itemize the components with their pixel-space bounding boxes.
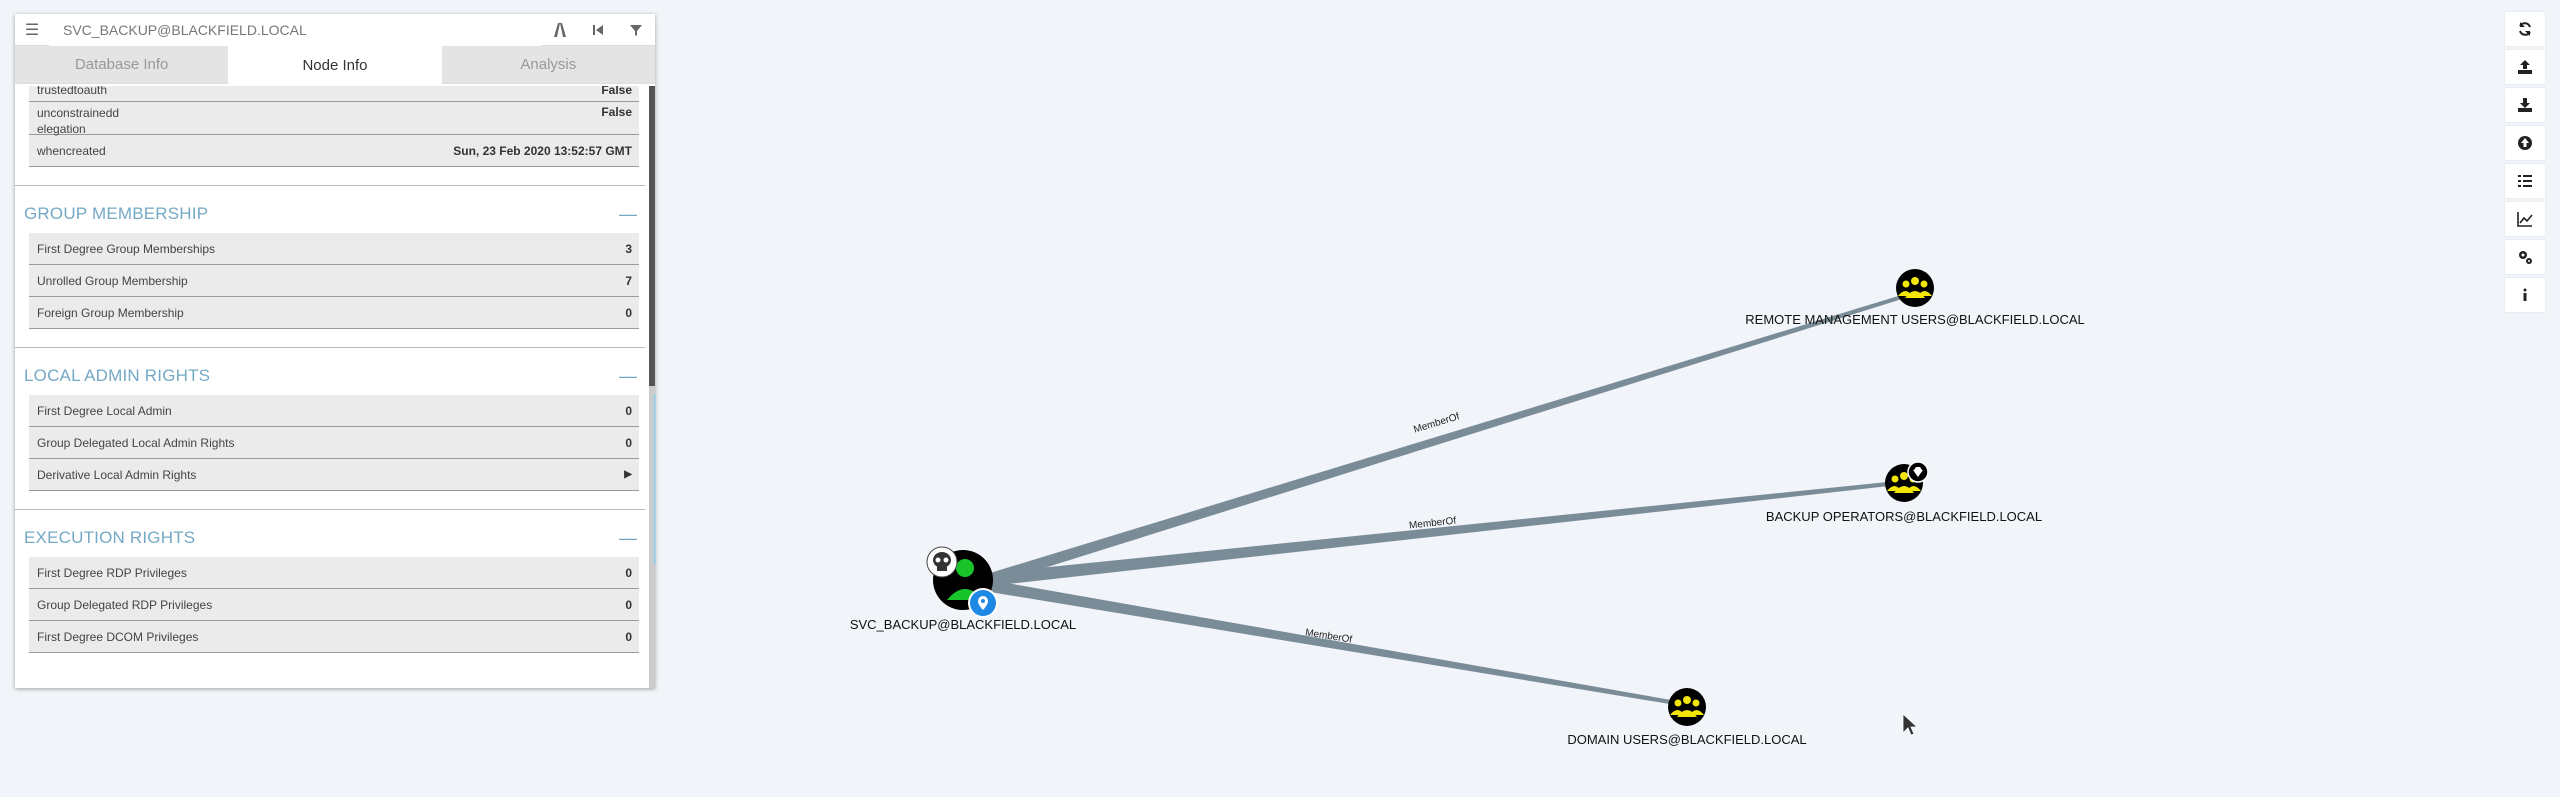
property-label: unconstrainedd elegation: [37, 106, 120, 136]
section-execution-rights: EXECUTION RIGHTS — First Degree RDP Priv…: [15, 509, 645, 653]
node-backup-operators[interactable]: [1885, 461, 1929, 502]
search-input[interactable]: [49, 13, 541, 46]
node-domain-users[interactable]: [1668, 688, 1706, 726]
property-value: False: [601, 105, 632, 119]
property-row: unconstrainedd elegation False: [29, 102, 639, 136]
row-label: Unrolled Group Membership: [37, 273, 188, 288]
property-row: trustedtoauth False: [29, 86, 639, 102]
property-value: False: [601, 86, 632, 97]
row-label: Derivative Local Admin Rights: [37, 467, 197, 482]
refresh-icon[interactable]: [2505, 12, 2545, 46]
property-label: trustedtoauth: [37, 86, 108, 97]
group-row[interactable]: First Degree Group Memberships 3: [29, 233, 639, 265]
node-label-domain: DOMAIN USERS@BLACKFIELD.LOCAL: [1567, 732, 1807, 747]
group-row[interactable]: Foreign Group Membership 0: [29, 297, 639, 329]
section-title: GROUP MEMBERSHIP: [24, 204, 209, 223]
search-panel: ☰ Database Info Node Info Analysis trust…: [15, 13, 656, 688]
pin-icon: [968, 588, 998, 618]
node-source-user[interactable]: [926, 546, 998, 618]
node-label-backup: BACKUP OPERATORS@BLACKFIELD.LOCAL: [1765, 509, 2043, 524]
edge-remote[interactable]: [990, 290, 1918, 585]
collapse-icon[interactable]: —: [619, 203, 637, 224]
property-value: Sun, 23 Feb 2020 13:52:57 GMT: [453, 143, 632, 158]
row-value: 0: [625, 403, 632, 418]
upload-icon[interactable]: [2505, 50, 2545, 84]
filter-icon[interactable]: [617, 14, 655, 46]
row-value: 0: [625, 629, 632, 644]
play-icon[interactable]: ▶: [624, 469, 632, 480]
scroll-highlight: [653, 394, 656, 564]
execution-row[interactable]: First Degree DCOM Privileges 0: [29, 621, 639, 653]
tab-database-info[interactable]: Database Info: [15, 46, 229, 84]
row-label: Group Delegated RDP Privileges: [37, 597, 213, 612]
admin-row[interactable]: First Degree Local Admin 0: [29, 395, 639, 427]
diamond-icon: [1907, 461, 1929, 483]
edge-domain[interactable]: [990, 580, 1688, 707]
tab-node-info[interactable]: Node Info: [228, 46, 442, 84]
property-label: whencreated: [37, 143, 106, 158]
admin-row[interactable]: Group Delegated Local Admin Rights 0: [29, 427, 639, 459]
row-value: 3: [625, 241, 632, 256]
admin-row[interactable]: Derivative Local Admin Rights ▶: [29, 459, 639, 491]
right-toolbar: [2505, 12, 2545, 316]
download-icon[interactable]: [2505, 88, 2545, 122]
section-title: EXECUTION RIGHTS: [24, 528, 196, 547]
row-value: 0: [625, 435, 632, 450]
node-remote-management-users[interactable]: [1896, 269, 1934, 307]
back-icon[interactable]: [579, 14, 617, 46]
skull-icon: [926, 546, 958, 578]
section-title: LOCAL ADMIN RIGHTS: [24, 366, 211, 385]
execution-row[interactable]: Group Delegated RDP Privileges 0: [29, 589, 639, 621]
section-group-membership: GROUP MEMBERSHIP — First Degree Group Me…: [15, 185, 645, 329]
edge-backup[interactable]: [990, 480, 1907, 586]
property-row: whencreated Sun, 23 Feb 2020 13:52:57 GM…: [29, 135, 639, 167]
row-label: Foreign Group Membership: [37, 305, 184, 320]
node-info-content[interactable]: trustedtoauth False unconstrainedd elega…: [15, 86, 655, 688]
collapse-icon[interactable]: —: [619, 527, 637, 548]
tab-analysis[interactable]: Analysis: [441, 46, 655, 84]
scrollbar-track[interactable]: [649, 86, 655, 688]
row-label: Group Delegated Local Admin Rights: [37, 435, 235, 450]
node-label-remote: REMOTE MANAGEMENT USERS@BLACKFIELD.LOCAL: [1745, 312, 2085, 327]
node-label-source: SVC_BACKUP@BLACKFIELD.LOCAL: [849, 617, 1077, 632]
row-value: 0: [625, 565, 632, 580]
group-row[interactable]: Unrolled Group Membership 7: [29, 265, 639, 297]
row-label: First Degree RDP Privileges: [37, 565, 187, 580]
collapse-icon[interactable]: —: [619, 365, 637, 386]
pathfinding-icon[interactable]: [541, 14, 579, 46]
chart-icon[interactable]: [2505, 202, 2545, 236]
query-list-icon[interactable]: [2505, 164, 2545, 198]
scrollbar-thumb[interactable]: [649, 86, 655, 386]
section-local-admin-rights: LOCAL ADMIN RIGHTS — First Degree Local …: [15, 347, 645, 491]
row-label: First Degree DCOM Privileges: [37, 629, 199, 644]
menu-icon[interactable]: ☰: [24, 21, 40, 39]
panel-tabs: Database Info Node Info Analysis: [15, 46, 655, 84]
row-label: First Degree Local Admin: [37, 403, 172, 418]
row-label: First Degree Group Memberships: [37, 241, 216, 256]
upload-circle-icon[interactable]: [2505, 126, 2545, 160]
info-icon[interactable]: [2505, 278, 2545, 312]
settings-icon[interactable]: [2505, 240, 2545, 274]
row-value: 0: [625, 597, 632, 612]
mouse-cursor: [1902, 713, 1919, 736]
row-value: 7: [625, 273, 632, 288]
search-bar: ☰: [15, 13, 655, 46]
row-value: 0: [625, 305, 632, 320]
execution-row[interactable]: First Degree RDP Privileges 0: [29, 557, 639, 589]
